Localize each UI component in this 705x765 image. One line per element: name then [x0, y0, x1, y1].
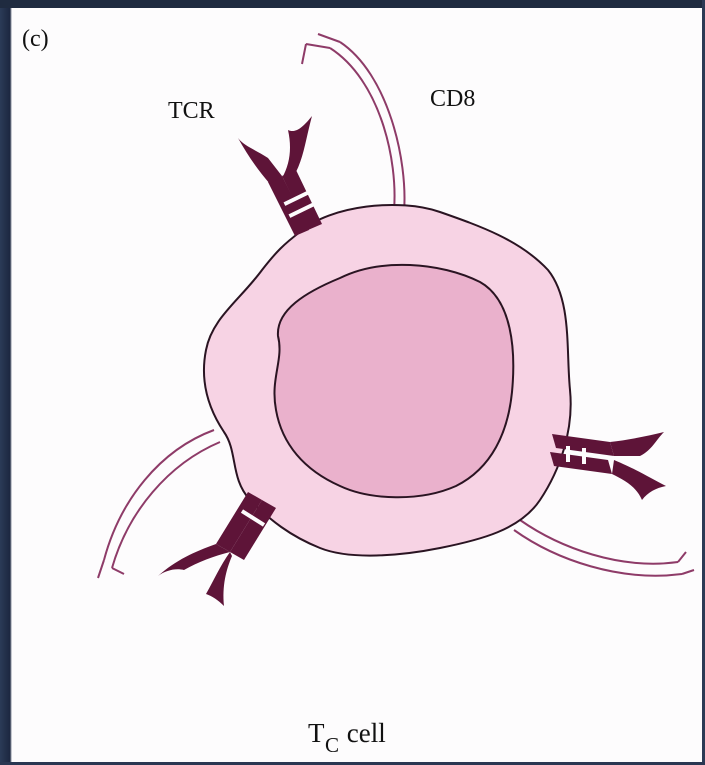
- tcr-receptor-bottom: [158, 492, 276, 606]
- cd8-molecule-top: [302, 34, 404, 212]
- tcr-receptor-top: [238, 116, 322, 236]
- nucleus: [274, 265, 513, 497]
- cell-label-rest: cell: [340, 718, 386, 748]
- tcr-label: TCR: [168, 98, 215, 124]
- cell-name-label: T C cell: [308, 718, 386, 757]
- cell-label-main: T: [308, 718, 325, 748]
- cell-label-subscript: C: [325, 733, 339, 757]
- panel-label: (c): [22, 26, 49, 52]
- cd8-label: CD8: [430, 86, 475, 112]
- cd8-molecule-right: [514, 520, 694, 576]
- tcr-receptor-right: [550, 432, 666, 500]
